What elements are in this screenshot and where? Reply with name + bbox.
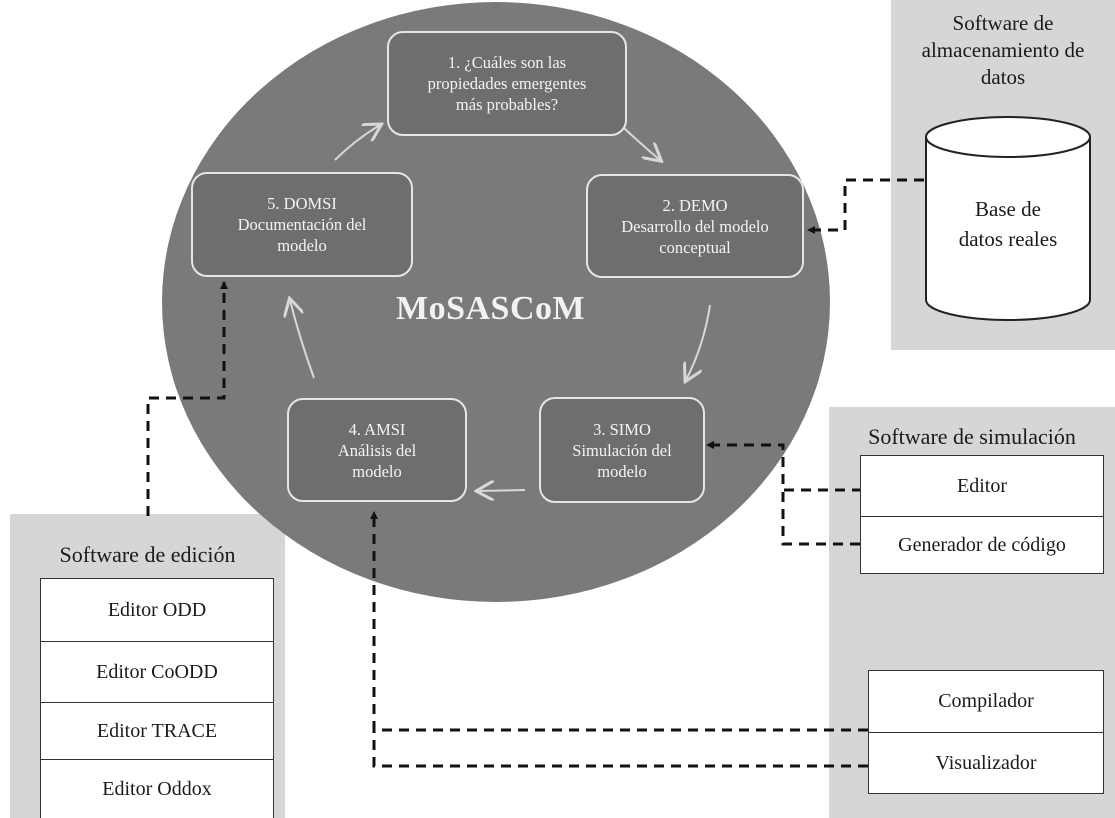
step-1-line-3: más probables? xyxy=(455,95,559,114)
step-3-line-2: Simulación del xyxy=(572,440,672,460)
editing-panel-title: Software de edición xyxy=(59,542,236,567)
connector-database-demo xyxy=(807,178,924,234)
database-label-line-2: datos reales xyxy=(958,227,1058,251)
cycle-arrow-5-1 xyxy=(334,125,380,161)
step-3-line-1: 3. SIMO xyxy=(593,419,651,439)
step-2-demo[interactable]: 2. DEMO Desarrollo del modelo conceptual xyxy=(586,174,804,278)
simulation-item-visualizer[interactable]: Visualizador xyxy=(868,732,1104,794)
editing-item-oddox[interactable]: Editor Oddox xyxy=(40,759,274,818)
storage-title-line-3: datos xyxy=(980,65,1026,89)
step-4-line-2: Análisis del xyxy=(337,440,417,460)
editing-item-odd[interactable]: Editor ODD xyxy=(40,578,274,642)
storage-panel-title: Software de almacenamiento de datos xyxy=(891,10,1115,91)
cycle-arrow-3-4 xyxy=(478,490,526,491)
step-4-amsi[interactable]: 4. AMSI Análisis del modelo xyxy=(287,398,467,502)
step-2-line-1: 2. DEMO xyxy=(662,195,728,215)
cycle-arrow-4-5 xyxy=(290,300,315,379)
database-label: Base de datos reales xyxy=(926,194,1090,254)
storage-title-line-1: Software de xyxy=(952,11,1054,35)
simulation-item-editor[interactable]: Editor xyxy=(860,455,1104,517)
connector-editor-simo xyxy=(706,441,862,492)
mosascom-title: MoSASCoM xyxy=(396,290,586,327)
connectors xyxy=(146,178,924,768)
connector-editing-domsi xyxy=(146,281,228,516)
step-5-domsi[interactable]: 5. DOMSI Documentación del modelo xyxy=(191,172,413,277)
step-5-line-3: modelo xyxy=(277,236,327,255)
step-2-line-2: Desarrollo del modelo xyxy=(621,216,769,236)
storage-title-line-2: almacenamiento de xyxy=(921,38,1085,62)
step-3-simo[interactable]: 3. SIMO Simulación del modelo xyxy=(539,397,705,503)
step-5-line-2: Documentación del xyxy=(237,215,367,234)
step-1-emergent-properties[interactable]: 1. ¿Cuáles son las propiedades emergente… xyxy=(387,31,627,136)
simulation-item-code-generator[interactable]: Generador de código xyxy=(860,516,1104,574)
simulation-panel-title: Software de simulación xyxy=(868,424,1076,449)
cycle-arrow-2-3 xyxy=(686,304,711,380)
database-cylinder-icon xyxy=(925,116,1091,321)
editing-item-trace[interactable]: Editor TRACE xyxy=(40,702,274,760)
database-label-line-1: Base de xyxy=(975,197,1041,221)
editing-item-coodd[interactable]: Editor CoODD xyxy=(40,641,274,703)
step-4-line-3: modelo xyxy=(352,461,402,481)
simulation-item-compiler[interactable]: Compilador xyxy=(868,670,1104,733)
step-2-line-3: conceptual xyxy=(659,237,731,257)
step-5-line-1: 5. DOMSI xyxy=(267,194,337,213)
step-1-line-1: 1. ¿Cuáles son las xyxy=(447,53,567,72)
step-3-line-3: modelo xyxy=(597,461,647,481)
step-1-line-2: propiedades emergentes xyxy=(427,74,587,93)
connector-generator-simo xyxy=(781,490,860,546)
cycle-arrows xyxy=(290,125,711,491)
step-4-line-1: 4. AMSI xyxy=(348,419,406,439)
cycle-arrow-1-2 xyxy=(623,127,660,160)
connector-visualizer-amsi xyxy=(372,730,868,768)
